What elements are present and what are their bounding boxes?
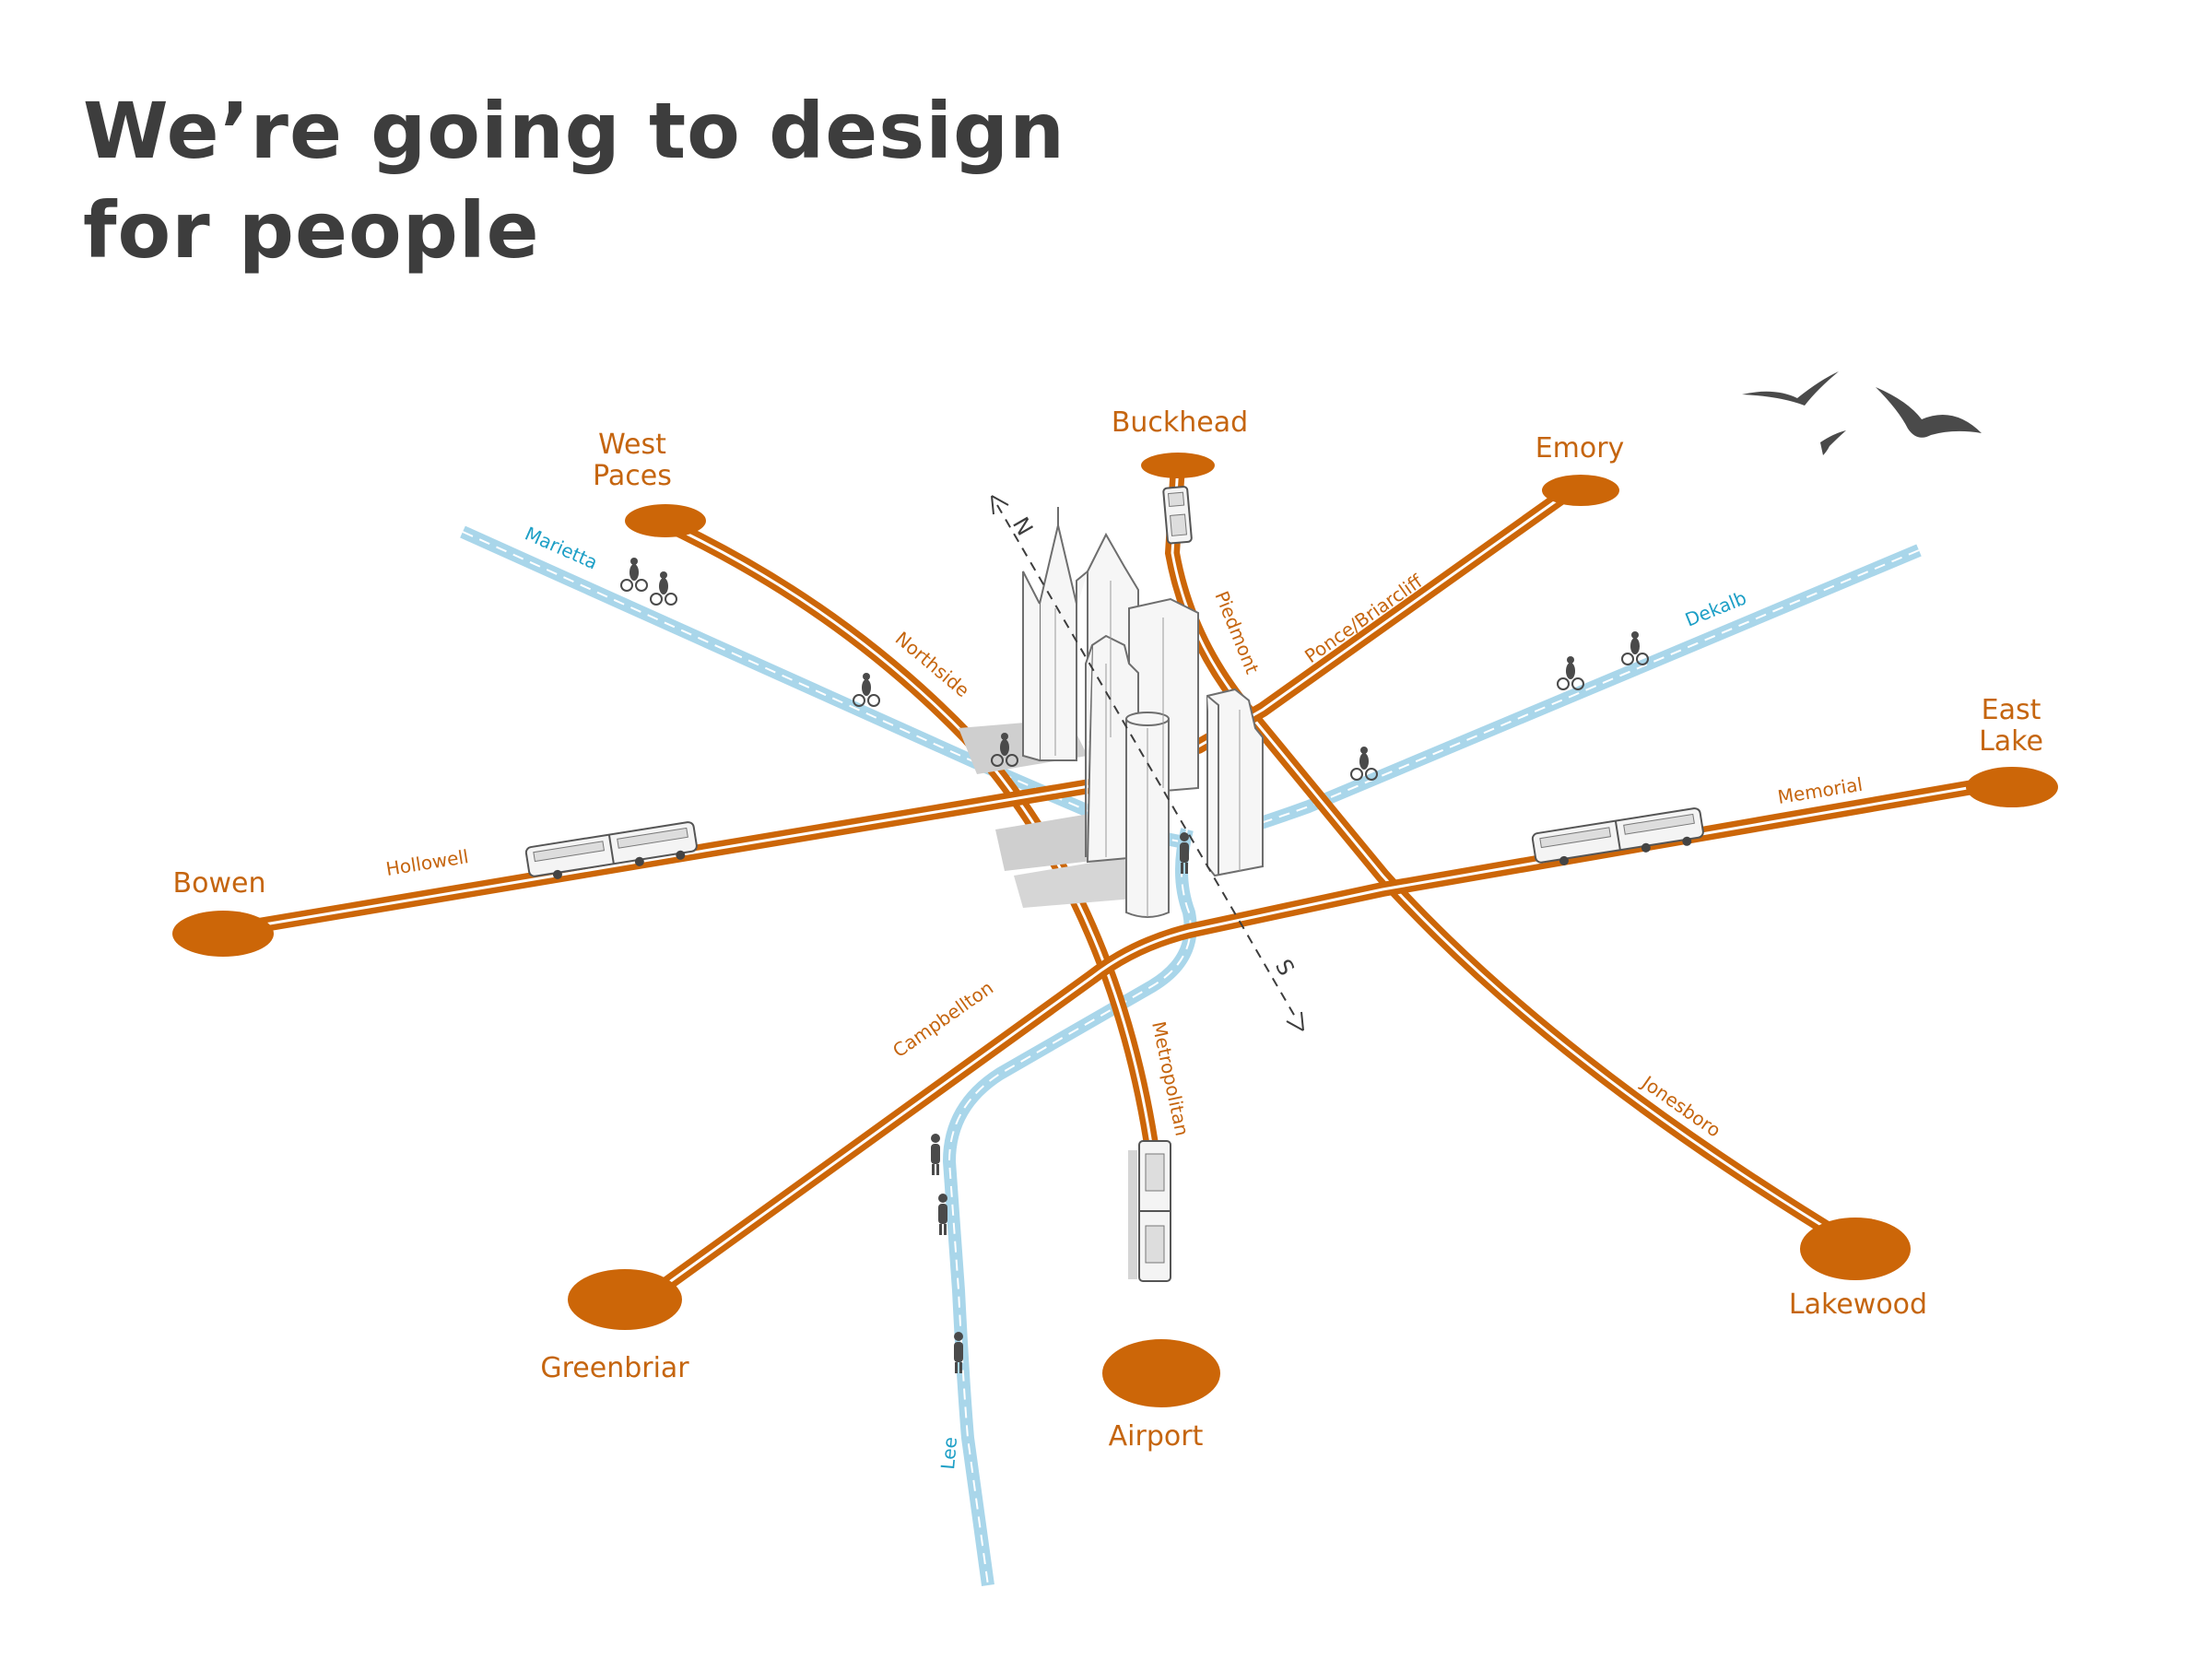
- road-piedmont-jonesboro: [1164, 458, 1860, 1252]
- train-icon-piedmont: [1162, 486, 1193, 545]
- hub-label-bowen: Bowen: [173, 867, 266, 900]
- cyclist-icon: [650, 571, 677, 606]
- bike-label-lee: Lee: [936, 1436, 961, 1470]
- compass-arrow-south: [1286, 1011, 1304, 1031]
- bird-icon: [1742, 371, 1839, 406]
- pedestrian-icon: [954, 1332, 963, 1373]
- pedestrian-icon: [938, 1194, 947, 1235]
- compass-north-label: N: [1007, 512, 1038, 540]
- skyline-icon: [959, 507, 1264, 918]
- hub-label-east-lake-line-1: East: [1982, 694, 2041, 726]
- page-title: We’re going to design for people: [83, 81, 1065, 280]
- hub-airport: [1102, 1339, 1220, 1407]
- pedestrian-icon: [931, 1134, 940, 1175]
- hub-label-west-paces-line-2: Paces: [593, 460, 672, 492]
- hub-emory: [1542, 475, 1619, 506]
- road-ponce-briarcliff: [1191, 479, 1583, 754]
- pedestrian-icon: [1180, 832, 1189, 874]
- bus-icon-memorial: [1531, 807, 1704, 865]
- hub-bowen: [172, 911, 274, 957]
- hubs: [172, 453, 2058, 1407]
- road-label-ponce: Ponce/Briarcliff: [1300, 570, 1427, 667]
- hub-lakewood: [1800, 1218, 1911, 1280]
- hub-west-paces: [625, 504, 706, 537]
- cyclist-icon: [1350, 747, 1378, 781]
- hub-label-lakewood: Lakewood: [1789, 1288, 1927, 1321]
- road-memorial-campbellton: [638, 774, 2012, 1307]
- bird-icon: [1820, 430, 1846, 455]
- bus-icon-hollowell: [524, 821, 698, 879]
- compass-south-label: S: [1270, 955, 1300, 980]
- cyclist-icon: [620, 558, 648, 592]
- hub-buckhead: [1141, 453, 1215, 478]
- compass-arrow-north: [991, 495, 1009, 515]
- road-label-northside: Northside: [891, 627, 974, 701]
- hub-label-buckhead: Buckhead: [1112, 406, 1248, 439]
- hub-label-west-paces-line-1: West: [598, 429, 666, 461]
- train-icon-metropolitan: [1128, 1140, 1171, 1282]
- bike-route-lee: [942, 828, 1197, 1586]
- hub-label-greenbriar: Greenbriar: [540, 1352, 689, 1384]
- birds: [1742, 371, 1982, 455]
- title-line-1: We’re going to design: [83, 86, 1065, 176]
- cyclist-icon: [1621, 631, 1649, 665]
- hub-east-lake: [1966, 767, 2058, 807]
- hub-labels: Buckhead West Paces Emory East Lake Bowe…: [173, 406, 2043, 1453]
- hub-label-east-lake-line-2: Lake: [1979, 725, 2043, 758]
- hub-label-emory: Emory: [1535, 432, 1625, 465]
- bird-icon: [1876, 387, 1982, 438]
- cyclist-icon: [853, 673, 880, 707]
- road-label-hollowell: Hollowell: [384, 845, 470, 880]
- hub-label-airport: Airport: [1109, 1420, 1204, 1453]
- cyclist-icon: [991, 733, 1018, 767]
- cyclist-icon: [1557, 656, 1584, 690]
- title-line-2: for people: [83, 185, 540, 276]
- hub-greenbriar: [568, 1269, 682, 1330]
